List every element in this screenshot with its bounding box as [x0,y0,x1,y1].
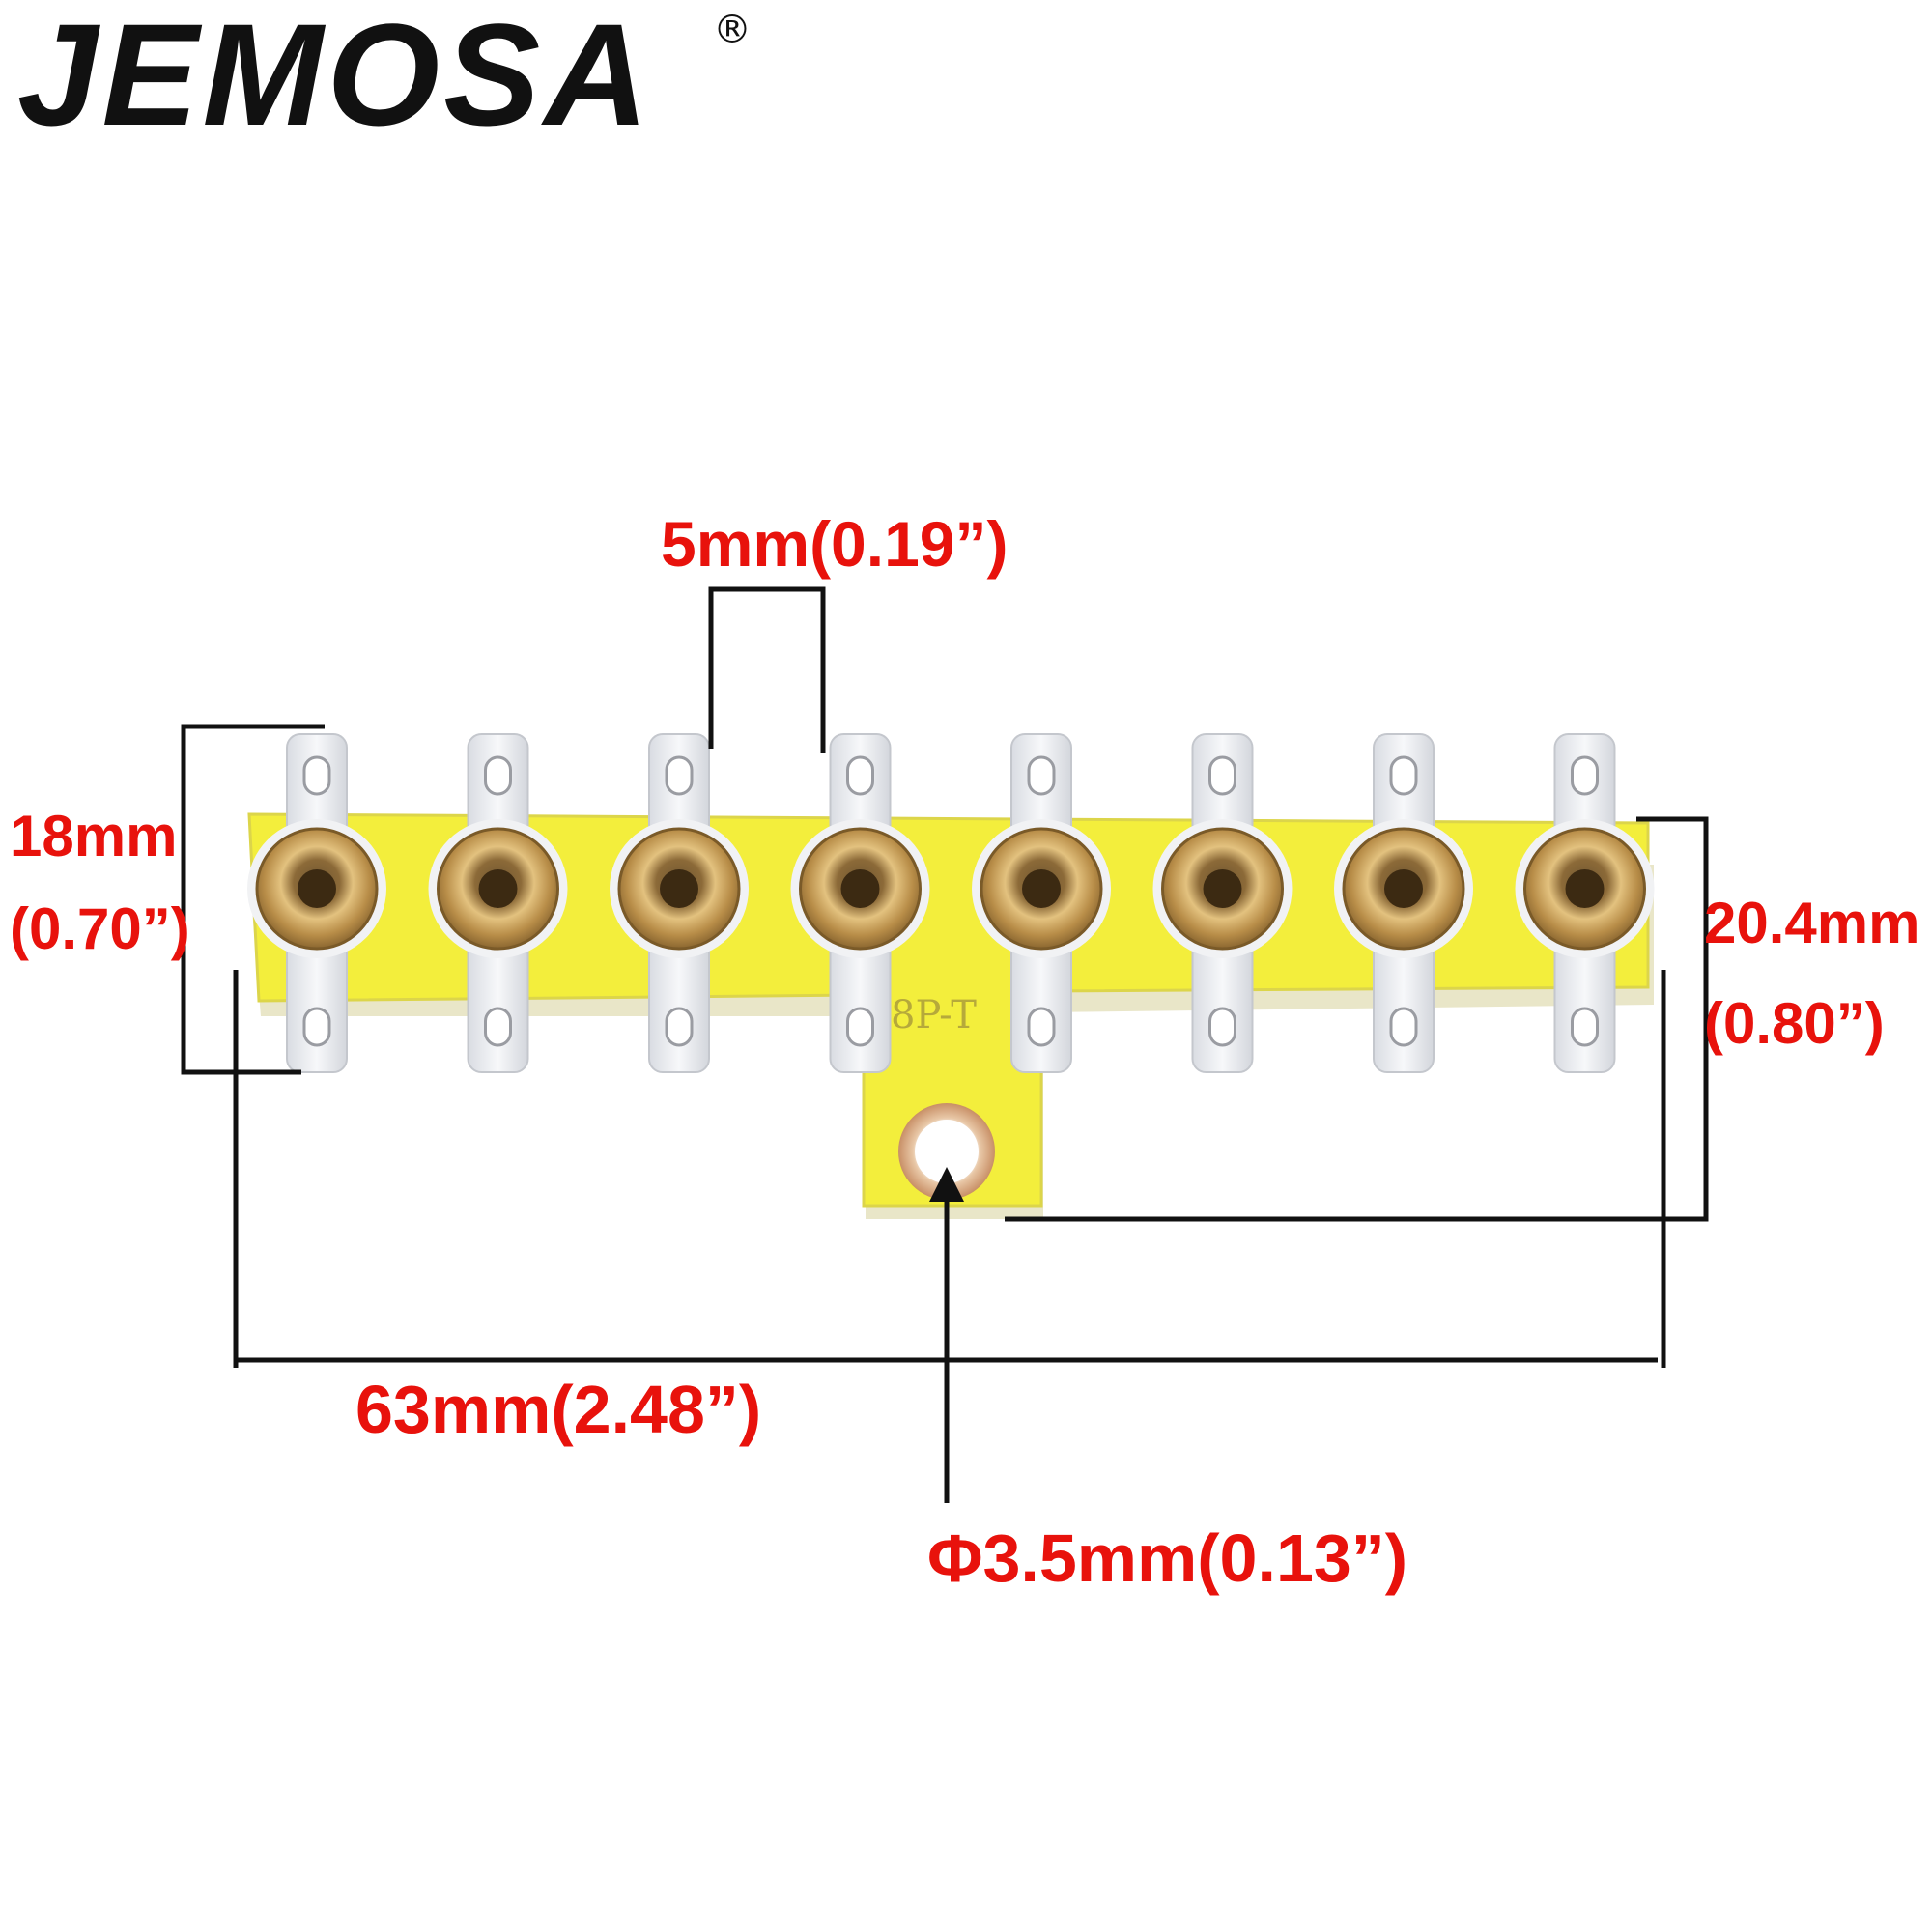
eyelet-hole [1384,869,1423,908]
tab-slot [1389,1007,1418,1047]
eyelet-hole [660,869,698,908]
tab-slot [1571,755,1599,796]
pin-spacing-label: 5mm(0.19”) [661,508,1009,580]
tab-slot [1208,1007,1236,1047]
hole-arrow-head [929,1167,964,1202]
length-label: 63mm(2.48”) [355,1372,762,1447]
tab-slot [665,755,694,796]
eyelet-hole [1203,869,1242,908]
tab-slot [484,1007,512,1047]
tab-slot [1027,755,1056,796]
tab-slot [302,1007,331,1047]
tab-slot [846,755,874,796]
tab-height-bracket [181,724,325,1075]
eyelet-hole [840,869,880,908]
tab-slot [1208,755,1236,796]
registered-mark: ® [713,8,752,52]
dimension-lines [181,586,1709,1503]
solder-tab [1515,733,1655,1073]
solder-tab [1152,733,1293,1073]
solder-tab [247,733,386,1073]
board-marking: 8P-T [891,993,977,1037]
pin-spacing-bracket [708,586,826,753]
solder-tab [610,733,749,1073]
solder-tab [972,733,1111,1073]
board-height-bracket [1005,816,1709,1222]
brand-logo: JEMOSA [17,0,653,156]
tab-slot [1389,755,1418,796]
hole-diameter-label: Φ3.5mm(0.13”) [927,1520,1408,1596]
solder-tab [428,733,568,1073]
tab-slot [846,1007,874,1047]
tab-slot [665,1007,694,1047]
tab-height-mm-label: 18mm [10,804,178,868]
solder-tabs [247,733,1655,1073]
board-height-mm-label: 20.4mm [1704,891,1920,955]
tab-height-in-label: (0.70”) [10,896,190,961]
tab-slot [302,755,331,796]
mounting-hole [915,1120,979,1183]
solder-tab [1334,733,1473,1073]
tab-slot [1027,1007,1056,1047]
board-height-in-label: (0.80”) [1704,991,1885,1056]
eyelet-hole [1022,869,1061,908]
tab-slot [1571,1007,1599,1047]
eyelet-hole [478,869,518,908]
solder-tab [790,733,930,1073]
tab-slot [484,755,512,796]
eyelet-hole [1565,869,1605,908]
eyelet-hole [298,869,336,908]
